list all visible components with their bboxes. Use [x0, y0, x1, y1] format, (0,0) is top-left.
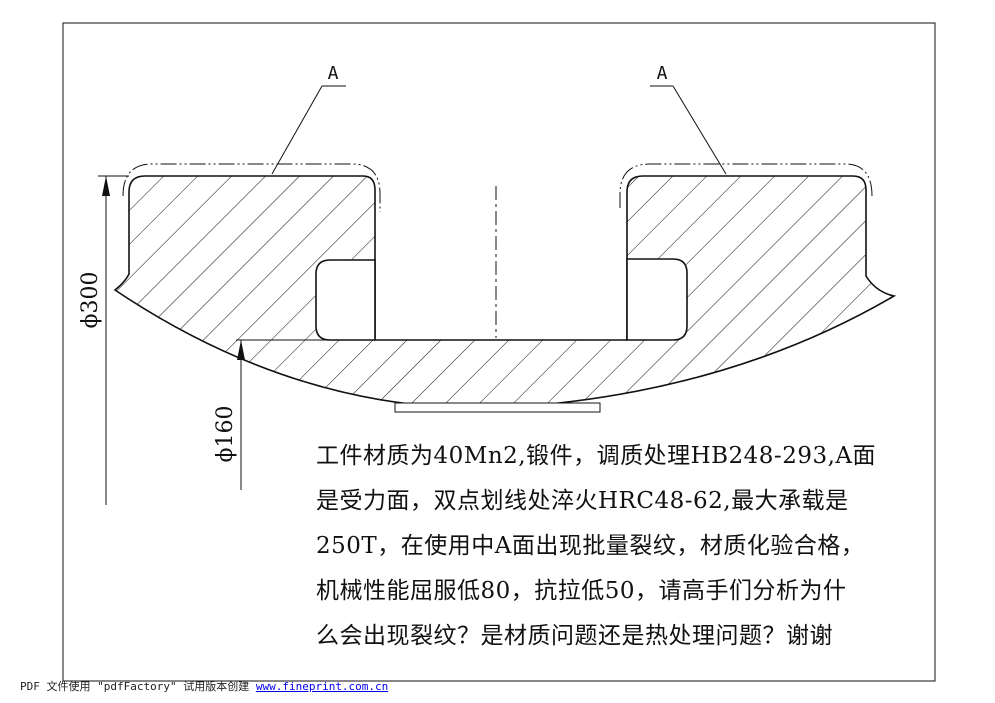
hardening-line-right — [619, 163, 873, 208]
note-line-5: 么会出现裂纹？是材质问题还是热处理问题？谢谢 — [316, 623, 833, 649]
left-pocket — [315, 259, 376, 341]
note-line-4: 机械性能屈服低80，抗拉低50，请高手们分析为什 — [316, 578, 847, 604]
dimension-arrow-300 — [102, 176, 110, 196]
label-surface-a-right: A — [657, 63, 668, 84]
leader-left-arm — [271, 85, 323, 175]
hardening-line-left — [122, 163, 381, 212]
footer-link[interactable]: www.fineprint.com.cn — [255, 680, 389, 693]
note-line-1: 工件材质为40Mn2,锻件，调质处理HB248-293,A面 — [316, 443, 877, 469]
problem-description: 工件材质为40Mn2,锻件，调质处理HB248-293,A面 是受力面，双点划线… — [316, 434, 876, 659]
bottom-flat — [394, 402, 601, 413]
note-line-2: 是受力面，双点划线处淬火HRC48-62,最大承载是 — [316, 488, 849, 514]
drawing-frame — [62, 22, 936, 682]
dimension-label-300: ϕ300 — [78, 272, 103, 329]
dimension-arrow-160 — [237, 340, 245, 360]
right-pocket — [626, 258, 688, 341]
note-line-3: 250T，在使用中A面出现批量裂纹，材质化验合格， — [316, 533, 865, 559]
leader-right-arm — [672, 85, 727, 175]
label-surface-a-left: A — [328, 63, 339, 84]
pdf-footer: PDF 文件使用 "pdfFactory" 试用版本创建 www.finepri… — [20, 678, 388, 694]
part-cross-section — [113, 175, 897, 410]
dimension-label-160: ϕ160 — [213, 406, 238, 463]
footer-text: PDF 文件使用 "pdfFactory" 试用版本创建 — [20, 680, 250, 693]
